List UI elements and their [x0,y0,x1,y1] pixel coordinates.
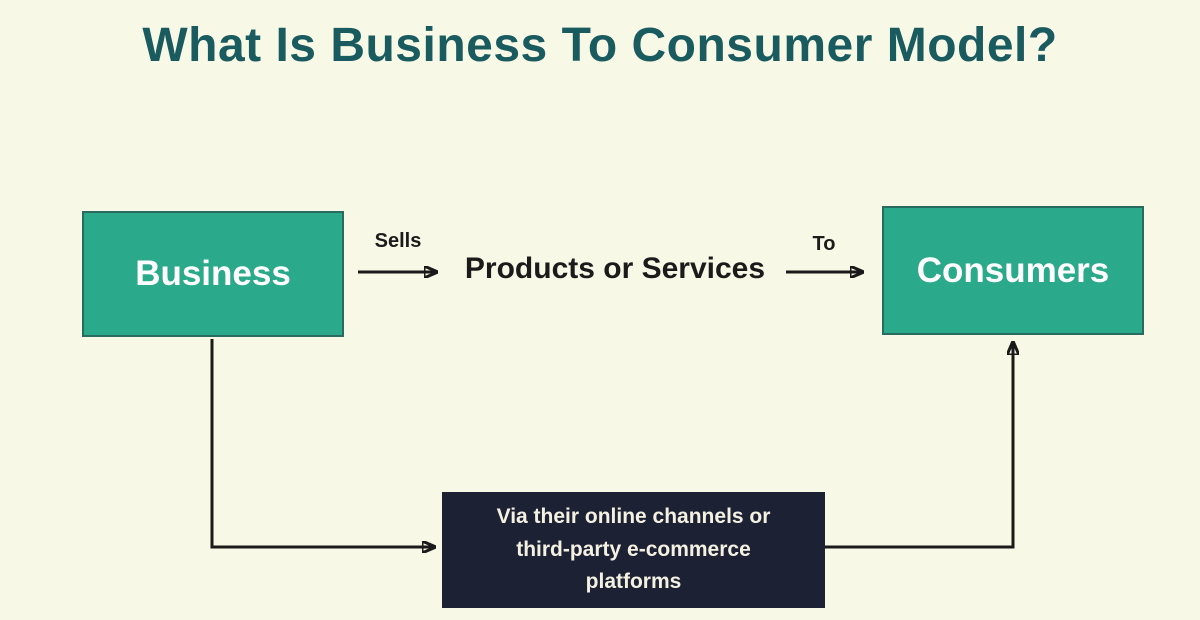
channels-note-box: Via their online channels or third-party… [442,492,825,608]
business-box: Business [82,211,344,337]
to-arrow-label: To [812,233,836,255]
channels-note-line: platforms [585,570,682,594]
sells-arrow-label: Sells [374,230,422,252]
products-or-services-label: Products or Services [464,252,766,285]
channels-note-line: third-party e-commerce [516,537,751,561]
channels-note-line: Via their online channels or [496,505,771,529]
business-box-label: Business [135,254,291,293]
business-to-channels-connector [210,339,434,547]
consumers-box: Consumers [882,206,1144,335]
page-title: What Is Business To Consumer Model? [142,19,1058,72]
consumers-box-label: Consumers [916,250,1110,290]
channels-to-consumers-connector [825,343,1013,549]
